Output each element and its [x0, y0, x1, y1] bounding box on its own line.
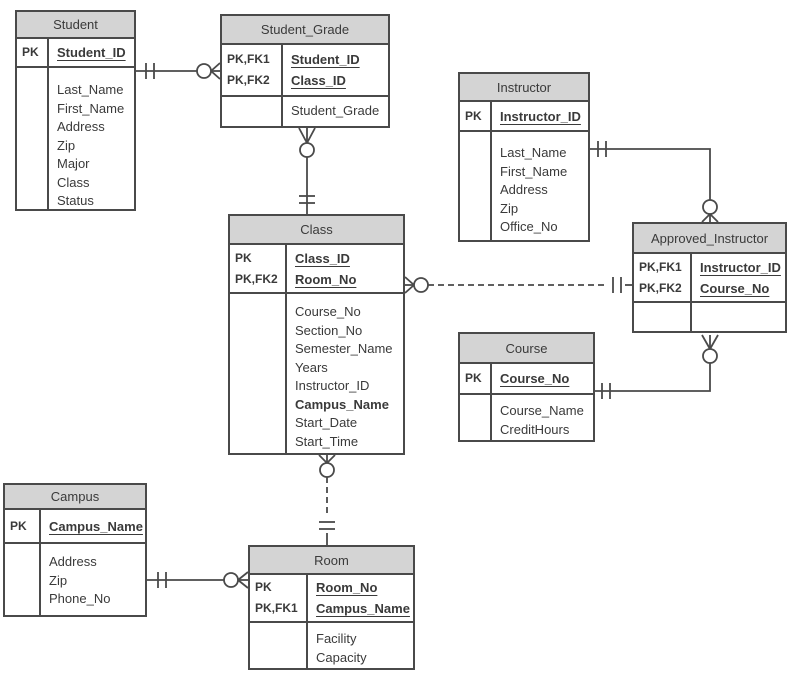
zero-circle-icon [413, 277, 429, 293]
attribute-label: Zip [49, 572, 68, 588]
zero-circle-icon [223, 572, 239, 588]
key-label: PK,FK1 [639, 259, 682, 274]
one-and-only-one-ticks-icon [612, 277, 622, 293]
attribute-label: First_Name [57, 100, 125, 116]
relationship-room-class [318, 454, 336, 545]
entity-title: Room [314, 552, 349, 568]
one-and-only-one-ticks-icon [145, 63, 155, 79]
key-label: PK,FK2 [235, 271, 278, 286]
key-label: PK,FK1 [255, 601, 298, 615]
key-label: PK [465, 371, 482, 385]
attribute-label: First_Name [500, 163, 568, 179]
key-name: Instructor_ID [700, 259, 781, 275]
one-and-only-one-ticks-icon [597, 141, 607, 157]
crows-foot-icon [298, 127, 316, 144]
attribute-label: Start_Time [295, 433, 359, 449]
key-name: Campus_Name [49, 518, 143, 534]
attribute-label: Semester_Name [295, 341, 393, 356]
key-name: Room_No [316, 580, 378, 595]
entity-student-grade: Student_Grade PK,FK1 PK,FK2 Student_ID C… [220, 14, 390, 128]
attribute-label: Course_No [295, 304, 361, 319]
key-label: PK [235, 250, 252, 265]
key-name: Instructor_ID [500, 108, 581, 124]
crows-foot-icon [404, 276, 415, 294]
one-and-only-one-ticks-icon [157, 572, 167, 588]
relationship-class-studentgrade [298, 127, 316, 214]
key-name: Campus_Name [316, 601, 410, 616]
one-and-only-one-ticks-icon [299, 195, 315, 204]
entity-title: Approved_Instructor [650, 230, 769, 246]
one-and-only-one-ticks-icon [601, 383, 611, 399]
attribute-label: Student_Grade [291, 103, 380, 118]
relationship-instructor-approvedinstructor [590, 141, 719, 223]
key-label: PK [10, 518, 27, 533]
entity-instructor: Instructor PK Instructor_ID Last_Name Fi… [458, 72, 590, 242]
attribute-label: Address [49, 554, 97, 569]
attribute-label: Capacity [316, 649, 367, 665]
key-label: PK,FK2 [639, 280, 682, 295]
key-label: PK,FK2 [227, 73, 270, 87]
attribute-label: Course_Name [500, 403, 584, 418]
attribute-label: Last_Name [57, 82, 124, 97]
key-label: PK [465, 108, 482, 123]
entity-approved-instructor: Approved_Instructor PK,FK1 PK,FK2 Instru… [632, 222, 787, 333]
relationship-student-studentgrade [136, 62, 221, 80]
attribute-label: CreditHours [500, 421, 570, 437]
entity-campus: Campus PK Campus_Name Address Zip Phone_… [3, 483, 147, 617]
zero-circle-icon [702, 199, 718, 215]
key-name: Course_No [500, 371, 570, 386]
zero-circle-icon [702, 348, 718, 364]
key-label: PK,FK1 [227, 52, 270, 66]
entity-title: Student_Grade [260, 22, 350, 37]
attribute-label: Section_No [295, 322, 363, 338]
attribute-label: Instructor_ID [295, 378, 370, 393]
attribute-label: Address [500, 182, 548, 197]
entity-class: Class PK PK,FK2 Class_ID Room_No Course_… [228, 214, 405, 455]
crows-foot-icon [701, 334, 719, 350]
attribute-label: Phone_No [49, 591, 111, 606]
attribute-label: Zip [500, 200, 519, 216]
attribute-label: Office_No [500, 219, 558, 234]
key-name: Room_No [295, 271, 357, 287]
zero-circle-icon [299, 142, 315, 158]
crows-foot-icon [210, 62, 221, 80]
entity-course: Course PK Course_No Course_Name CreditHo… [458, 332, 595, 442]
entity-student: Student PK Student_ID Last_Name First_Na… [15, 10, 136, 211]
attribute-label: Class [57, 174, 90, 190]
attribute-label: Major [57, 156, 90, 171]
attribute-label: Zip [57, 137, 76, 153]
attribute-label: Facility [316, 631, 357, 646]
key-name: Course_No [700, 280, 770, 296]
entity-title: Campus [50, 489, 100, 504]
key-label: PK [22, 45, 39, 59]
key-name: Class_ID [291, 73, 346, 88]
crows-foot-icon [318, 454, 336, 464]
entity-title: Class [300, 222, 333, 237]
entity-room: Room PK PK,FK1 Room_No Campus_Name Facil… [248, 545, 415, 670]
key-label: PK [255, 580, 272, 594]
attribute-label: Years [295, 359, 328, 375]
relationship-campus-room [147, 571, 249, 589]
crows-foot-icon [701, 213, 719, 223]
zero-circle-icon [196, 63, 212, 79]
crows-foot-icon [237, 571, 249, 589]
attribute-label: Start_Date [295, 415, 358, 430]
entity-title: Instructor [496, 79, 552, 95]
attribute-label: Campus_Name [295, 396, 389, 412]
zero-circle-icon [319, 462, 335, 478]
entity-title: Course [505, 340, 548, 356]
attribute-label: Status [57, 193, 94, 208]
relationship-course-approvedinstructor [595, 334, 719, 399]
key-name: Student_ID [291, 52, 360, 67]
key-name: Class_ID [295, 250, 350, 266]
one-and-only-one-ticks-icon [319, 521, 335, 530]
attribute-label: Last_Name [500, 145, 567, 160]
relationship-approvedinstructor-class [404, 276, 632, 294]
key-name: Student_ID [57, 45, 126, 60]
entity-title: Student [53, 17, 98, 32]
attribute-label: Address [57, 119, 105, 134]
